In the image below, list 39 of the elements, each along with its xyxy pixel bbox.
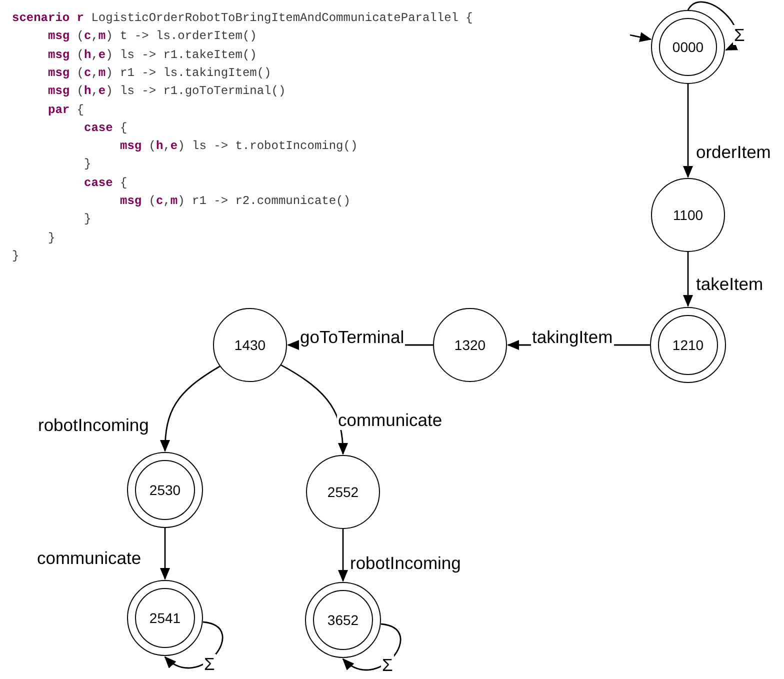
- state-label: 0000: [672, 39, 704, 55]
- arrow: [683, 84, 693, 178]
- code-line: msg (c,m) t -> ls.orderItem(): [48, 29, 257, 44]
- arrow: [338, 529, 348, 582]
- state-label: 2541: [149, 610, 181, 626]
- arrow: [160, 528, 170, 580]
- arrow: [342, 623, 401, 670]
- state-label: 1430: [234, 337, 266, 353]
- state-label: 2530: [149, 482, 181, 498]
- edge-label: robotIncoming: [37, 415, 150, 435]
- state-label: 1100: [672, 207, 704, 223]
- edge-label: Σ: [733, 25, 746, 45]
- state-label: 3652: [327, 612, 359, 628]
- arrow: [160, 366, 220, 452]
- code-line: msg (c,m) r1 -> r2.communicate(): [120, 194, 350, 208]
- edge-label: goToTerminal: [299, 327, 406, 347]
- arrow: [687, 2, 738, 51]
- code-line: msg (h,e) ls -> r1.goToTerminal(): [48, 84, 286, 98]
- code-line: }: [84, 157, 92, 172]
- code-line: msg (h,e) ls -> r1.takeItem(): [48, 48, 257, 62]
- arrow: [683, 252, 693, 307]
- code-line: case {: [84, 176, 128, 190]
- code-line: }: [84, 212, 92, 226]
- code-line: }: [12, 248, 20, 263]
- code-line: msg (c,m) r1 -> ls.takingItem(): [48, 66, 272, 80]
- code-line: msg (h,e) ls -> t.robotIncoming(): [120, 139, 358, 154]
- state-label: 2552: [327, 484, 359, 500]
- code-line: par {: [48, 102, 84, 116]
- edge-label: robotIncoming: [349, 553, 462, 573]
- state-label: 1210: [672, 337, 704, 353]
- code-line: }: [48, 230, 56, 245]
- arrow: [164, 621, 223, 668]
- arrow: [280, 364, 348, 455]
- code-line: case {: [84, 120, 128, 135]
- edge-label: communicate: [337, 410, 444, 430]
- state-label: 1320: [454, 337, 486, 353]
- edge-label: takingItem: [531, 327, 614, 347]
- code-line: scenario r LogisticOrderRobotToBringItemAndCommunicateParallel {: [12, 11, 473, 25]
- arrow: [630, 32, 652, 42]
